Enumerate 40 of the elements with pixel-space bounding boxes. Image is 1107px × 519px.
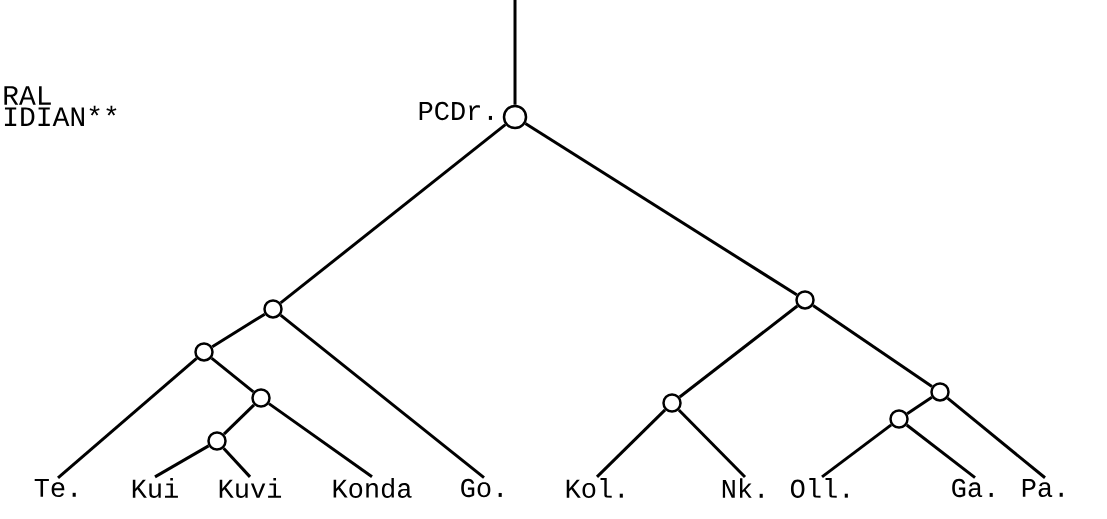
branch-node bbox=[263, 299, 283, 319]
tree-branch bbox=[268, 402, 373, 479]
branch-node bbox=[194, 342, 214, 362]
tree-branch bbox=[279, 313, 485, 479]
branch-node bbox=[930, 382, 950, 402]
heading-text: RAL IDIAN** bbox=[4, 86, 117, 126]
tree-branch bbox=[222, 447, 252, 478]
language-label: Ga. bbox=[952, 478, 993, 498]
tree-branch bbox=[57, 357, 198, 479]
language-label: Te. bbox=[34, 478, 76, 498]
tree-branch bbox=[678, 304, 799, 399]
branch-node bbox=[207, 431, 227, 451]
language-label: Go. bbox=[461, 478, 502, 498]
tree-branch bbox=[211, 312, 266, 349]
tree-branch bbox=[906, 396, 933, 415]
tree-branch bbox=[210, 356, 255, 394]
tree-branch bbox=[905, 423, 976, 479]
tree-branch bbox=[677, 408, 747, 479]
branch-node bbox=[502, 104, 528, 130]
language-label: Konda bbox=[333, 478, 412, 498]
branch-node bbox=[795, 290, 815, 310]
tree-branch bbox=[154, 444, 210, 479]
tree-branch bbox=[524, 122, 798, 297]
branch-node bbox=[662, 393, 682, 413]
language-label: Kol. bbox=[566, 478, 623, 498]
tree-branch bbox=[812, 304, 933, 388]
language-label: Pa. bbox=[1022, 478, 1063, 498]
node-label: PCDr. bbox=[419, 101, 492, 121]
language-label: Oll. bbox=[790, 478, 848, 498]
branch-node bbox=[889, 409, 909, 429]
language-label: Kuvi bbox=[219, 478, 282, 498]
tree-branch bbox=[946, 397, 1046, 479]
tree-branch bbox=[222, 403, 256, 436]
branch-node bbox=[251, 388, 271, 408]
tree-branch bbox=[821, 423, 893, 479]
tree-branch bbox=[279, 123, 507, 305]
language-label: Nk. bbox=[722, 478, 763, 498]
language-label: Kui bbox=[132, 478, 178, 498]
tree-branch bbox=[513, 0, 517, 105]
tree-branch bbox=[595, 408, 667, 478]
